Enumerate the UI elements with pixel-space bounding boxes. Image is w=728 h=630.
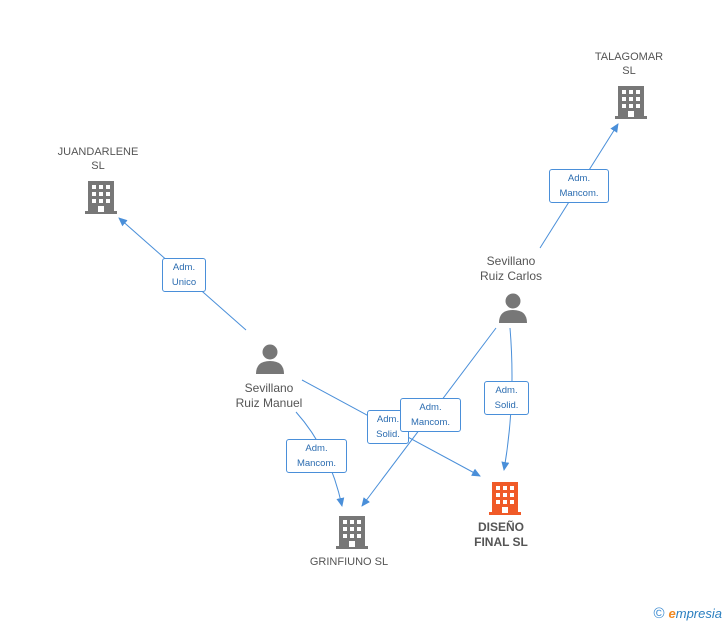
company-label-diseno-final[interactable]: DISEÑO FINAL SL	[474, 520, 528, 549]
company-label-talagomar[interactable]: TALAGOMAR SL	[594, 51, 664, 77]
brand-footer[interactable]: ©empresia	[653, 605, 722, 622]
role-badge-manuel-grinfiuno[interactable]: Adm. Mancom.	[286, 439, 347, 473]
role-badge-carlos-diseno[interactable]: Adm. Solid.	[484, 381, 529, 415]
person-label-sevillano-ruiz-carlos[interactable]: Sevillano Ruiz Carlos	[479, 254, 542, 283]
person-icon[interactable]	[498, 292, 528, 324]
person-label-sevillano-ruiz-manuel[interactable]: Sevillano Ruiz Manuel	[235, 381, 303, 410]
role-badge-carlos-grinfiuno[interactable]: Adm. Mancom.	[400, 398, 461, 432]
building-icon[interactable]	[85, 179, 117, 215]
copyright-icon: ©	[653, 605, 665, 622]
building-icon[interactable]	[615, 84, 647, 120]
building-icon[interactable]	[336, 514, 368, 550]
brand-name: mpresia	[675, 606, 722, 621]
role-badge-carlos-talagomar[interactable]: Adm. Mancom.	[549, 169, 609, 203]
brand-initial: e	[668, 606, 676, 621]
company-label-grinfiuno[interactable]: GRINFIUNO SL	[309, 556, 389, 568]
role-badge-manuel-juandarlene[interactable]: Adm. Unico	[162, 258, 206, 292]
company-label-juandarlene[interactable]: JUANDARLENE SL	[57, 146, 139, 172]
building-icon-highlighted[interactable]	[489, 480, 521, 516]
person-icon[interactable]	[255, 343, 285, 375]
